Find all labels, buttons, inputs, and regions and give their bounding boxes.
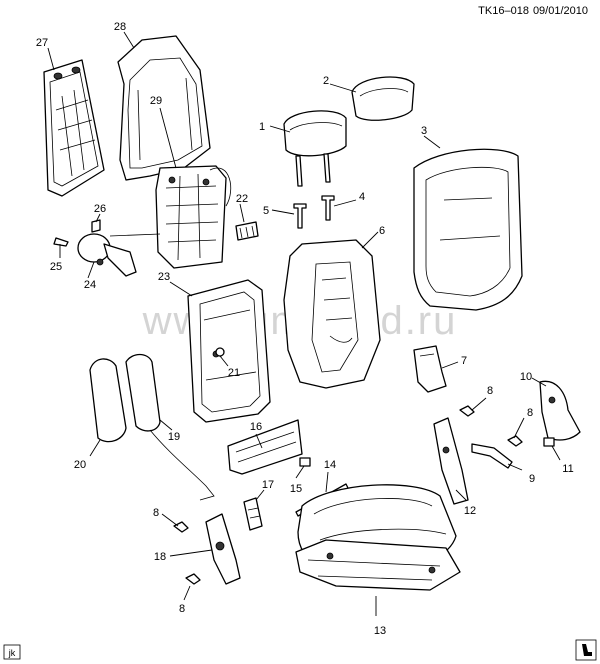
part-10-side-shield [539,380,581,441]
diagram-code: TK16–018 [478,5,529,17]
part-2-headrest-cover [351,76,415,121]
part-5-guide [293,203,307,229]
callout-13: 13 [374,625,386,637]
seat-icon [575,639,597,661]
callout-25: 25 [50,261,62,273]
callout-8-bottom: 8 [179,603,185,615]
part-8-nut-a [459,405,475,417]
part-20-side-panel [89,358,127,443]
part-23-back-frame [187,279,271,423]
part-15-fastener [299,457,311,467]
part-6-back-pad [283,239,381,389]
callout-1: 1 [259,121,265,133]
part-19-side-bolster [125,353,215,501]
callout-27: 27 [36,37,48,49]
callout-17: 17 [262,479,274,491]
part-12-side-bracket [433,417,469,505]
callout-labels: 1 2 3 4 5 6 7 8 8 8 8 9 10 11 12 13 14 1… [36,21,574,637]
part-24-recliner-handle [77,233,161,277]
callout-22: 22 [236,193,248,205]
part-16-side-rail [227,419,303,475]
part-26-screw [91,219,101,233]
callout-29: 29 [150,95,162,107]
callout-19: 19 [168,431,180,443]
part-11-nut [543,437,555,447]
footer-tag: jk [8,648,16,658]
part-3-back-cover [413,148,523,311]
callout-15: 15 [290,483,302,495]
part-9-link [471,443,513,469]
callout-26: 26 [94,203,106,215]
callout-9: 9 [529,473,535,485]
part-18-recliner-bracket [205,513,241,585]
part-8-nut-c [173,521,189,533]
callout-3: 3 [421,125,427,137]
callout-18: 18 [154,551,166,563]
callout-28: 28 [114,21,126,33]
callout-23: 23 [158,271,170,283]
part-27-back-panel [43,59,105,197]
part-29-lumbar-harness [155,165,232,269]
callout-24: 24 [84,279,96,291]
callout-20: 20 [74,459,86,471]
diagram-date: 09/01/2010 [533,5,588,17]
callout-12: 12 [464,505,476,517]
callout-16: 16 [250,421,262,433]
part-1-headrest [283,110,347,187]
callout-4: 4 [359,191,365,203]
part-25-clip [53,237,69,247]
callout-11: 11 [562,463,573,475]
part-7-bracket [413,345,447,393]
part-8-nut-d [185,573,201,585]
part-13-seat-track [295,539,461,591]
callout-5: 5 [263,205,269,217]
part-21-fastener [215,347,225,357]
callout-6: 6 [379,225,385,237]
callout-8-top-right: 8 [487,385,493,397]
leader-lines [47,31,561,616]
diagram-header: TK16–018 09/01/2010 [478,5,588,17]
part-17-actuator [243,497,263,531]
part-28-back-frame-trim [117,35,211,181]
part-22-connector [235,221,259,241]
callout-10: 10 [520,371,532,383]
callout-7: 7 [461,355,467,367]
part-8-nut-b [507,435,523,447]
part-4-guide [321,195,335,221]
callout-8-left: 8 [153,507,159,519]
callout-8-right: 8 [527,407,533,419]
callout-2: 2 [323,75,329,87]
callout-14: 14 [324,459,336,471]
footer-tag-box: jk [3,644,21,660]
callout-21: 21 [228,367,240,379]
